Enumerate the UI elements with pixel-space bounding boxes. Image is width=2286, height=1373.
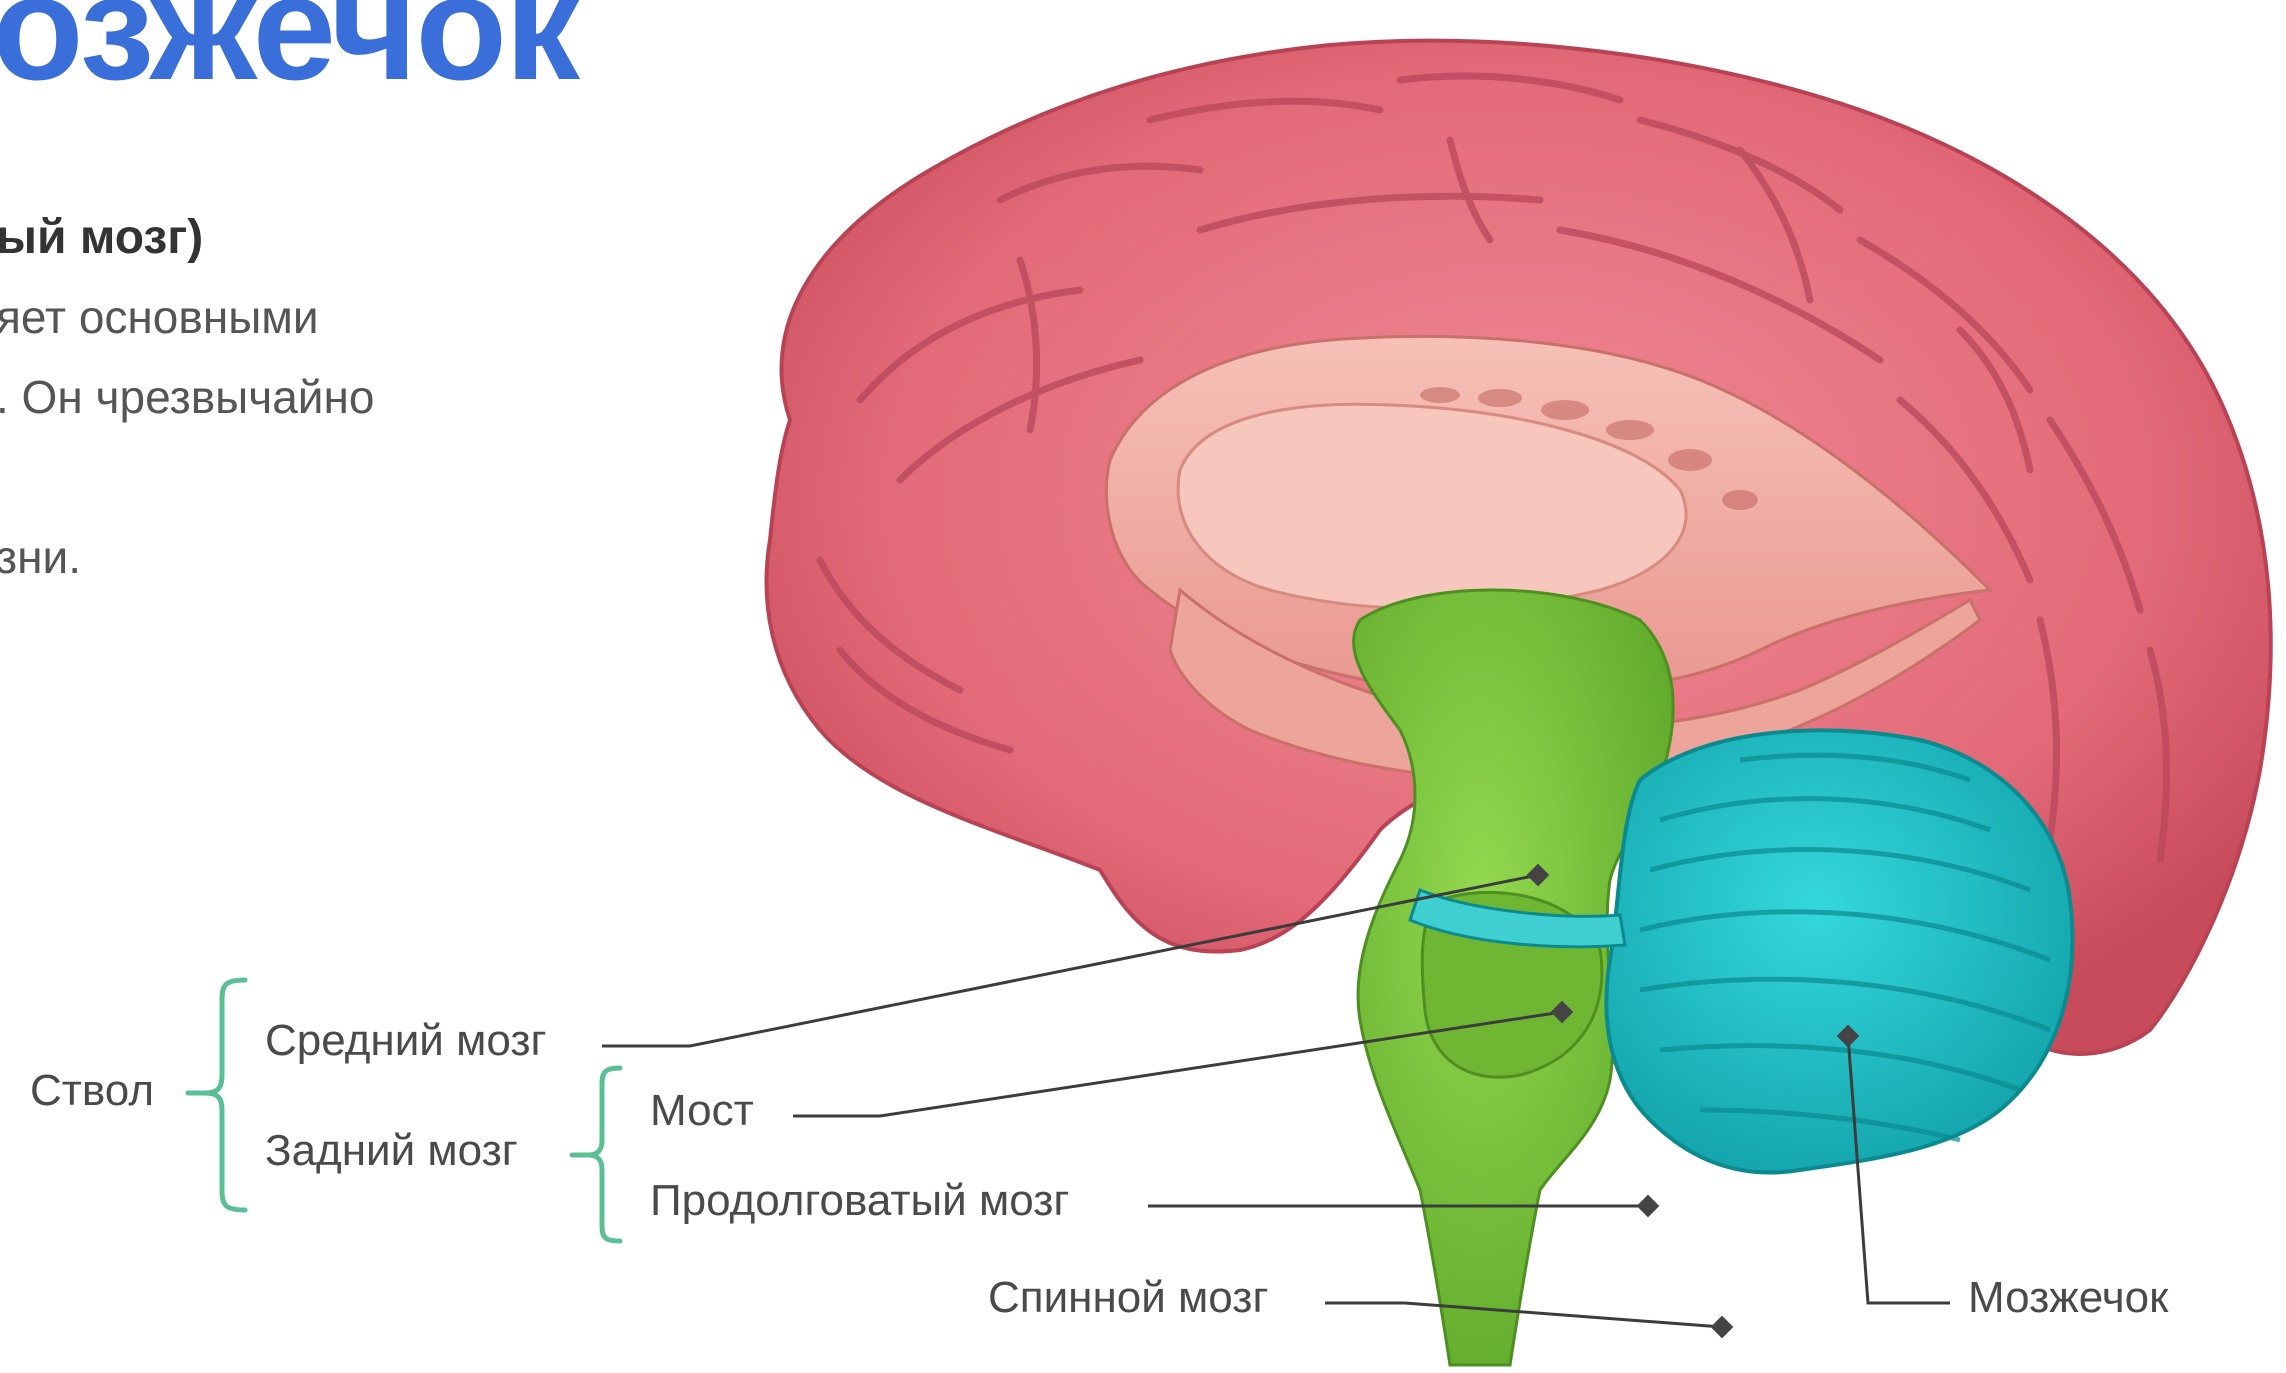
leader-spinal xyxy=(1325,1303,1722,1327)
label-midbrain: Средний мозг xyxy=(265,1016,547,1066)
label-stem: Ствол xyxy=(30,1066,154,1116)
marker-spinal xyxy=(1711,1316,1734,1339)
label-spinal-cord: Спинной мозг xyxy=(988,1273,1269,1323)
label-hindbrain: Задний мозг xyxy=(265,1126,518,1176)
label-cerebellum: Мозжечок xyxy=(1968,1273,2168,1323)
bracket-hindbrain xyxy=(588,1068,620,1241)
label-medulla: Продолговатый мозг xyxy=(650,1176,1069,1226)
label-pons: Мост xyxy=(650,1086,754,1136)
marker-medulla xyxy=(1637,1195,1660,1218)
cerebellum-shape xyxy=(1606,730,2072,1172)
bracket-stem xyxy=(205,980,245,1210)
